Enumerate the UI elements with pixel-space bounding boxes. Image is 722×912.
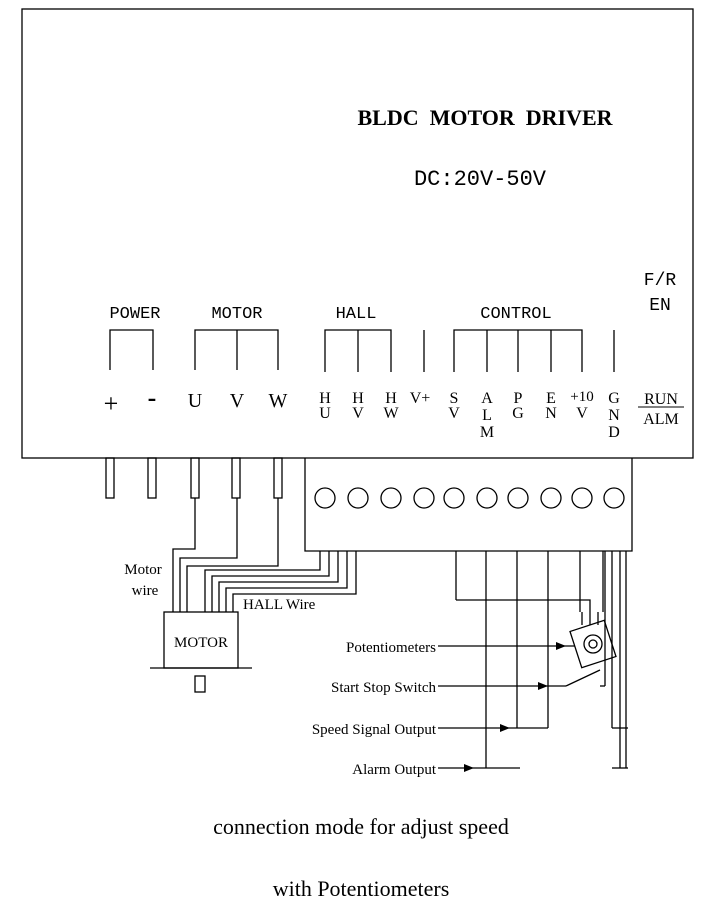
terminal-alm-3: M (480, 424, 494, 441)
caption-line-1: connection mode for adjust speed (213, 814, 509, 839)
driver-housing (21, 8, 694, 459)
group-control-label: CONTROL (480, 305, 551, 324)
alm-led-label: ALM (643, 411, 679, 428)
terminal-minus-label: - (148, 383, 157, 412)
motor-wires (172, 498, 279, 612)
pin-w (273, 457, 283, 499)
terminal-hv-2: V (352, 405, 364, 422)
terminal-hu-1: H (319, 390, 331, 407)
hall-wire-label: HALL Wire (243, 597, 316, 613)
terminal-10v-2: V (576, 405, 588, 422)
terminal-en-2: N (545, 405, 557, 422)
power-bracket (109, 329, 154, 370)
terminal-plus-label: + (104, 389, 119, 418)
connector-holes (314, 487, 625, 509)
terminal-alm-1: A (481, 390, 493, 407)
hall-wires (204, 551, 357, 612)
group-motor-label: MOTOR (211, 305, 262, 324)
terminal-hw-2: W (383, 405, 399, 422)
terminal-gnd-1: G (608, 390, 620, 407)
hall-bracket (324, 329, 392, 372)
terminal-en-1: E (546, 390, 556, 407)
terminal-hv-1: H (352, 390, 364, 407)
speed-signal-label: Speed Signal Output (312, 722, 437, 738)
terminal-gnd-2: N (608, 407, 620, 424)
group-power-label: POWER (109, 305, 160, 324)
en-label: EN (649, 296, 671, 316)
terminal-sv-1: S (450, 390, 459, 407)
motor-wire-label-1: Motor (124, 562, 162, 578)
potentiometers-label: Potentiometers (346, 640, 436, 656)
caption-line-2: with Potentiometers (272, 876, 450, 901)
terminal-gnd-3: D (608, 424, 620, 441)
start-stop-label: Start Stop Switch (331, 680, 437, 696)
pin-u (190, 457, 200, 499)
motor-bracket (194, 329, 279, 370)
arrow-heads (464, 642, 566, 772)
group-hall-label: HALL (336, 305, 377, 324)
driver-title: BLDC MOTOR DRIVER (357, 105, 613, 130)
alarm-output-label: Alarm Output (352, 762, 437, 778)
motor-box-label: MOTOR (174, 635, 228, 651)
motor-shaft (194, 675, 206, 693)
connector-block (304, 458, 633, 552)
terminal-pg-1: P (514, 390, 523, 407)
terminal-w-label: W (269, 390, 288, 412)
motor-wire-label-2: wire (132, 583, 159, 599)
voltage-label: DC:20V-50V (414, 167, 547, 192)
terminal-vplus-label: V+ (410, 390, 431, 407)
terminal-alm-2: L (482, 407, 492, 424)
terminal-hu-2: U (319, 405, 331, 422)
leader-lines (438, 645, 628, 769)
control-bracket (453, 329, 583, 372)
potentiometer-symbol (456, 551, 617, 669)
pin-v (231, 457, 241, 499)
terminal-10v-1: +10 (570, 389, 593, 405)
pin-plus (105, 457, 115, 499)
terminal-pg-2: G (512, 405, 524, 422)
run-led-label: RUN (644, 391, 678, 408)
terminal-hw-1: H (385, 390, 397, 407)
terminal-v-label: V (230, 390, 245, 412)
terminal-sv-2: V (448, 405, 460, 422)
fr-label: F/R (644, 271, 677, 291)
control-wires (455, 551, 627, 768)
terminal-u-label: U (188, 390, 203, 412)
pin-minus (147, 457, 157, 499)
